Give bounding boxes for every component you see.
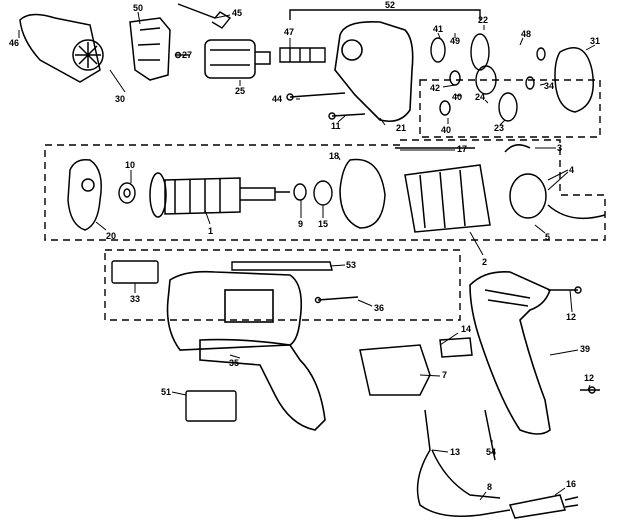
- field-2: [395, 147, 491, 233]
- part-label-40-lower: 40: [441, 125, 451, 135]
- part-label-41: 41: [433, 24, 443, 34]
- part-label-24: 24: [475, 92, 485, 102]
- part-label-13: 13: [450, 447, 460, 457]
- part-label-31: 31: [590, 36, 600, 46]
- key-45: [177, 3, 232, 29]
- switch-7-14: [359, 337, 473, 396]
- brush-holder-4-5: [504, 144, 606, 220]
- gear-train-22-23-24: [430, 33, 546, 122]
- part-label-23: 23: [494, 123, 504, 133]
- part-label-42: 42: [430, 83, 440, 93]
- nameplate-33: [111, 260, 159, 284]
- bearing-10: [118, 182, 136, 204]
- part-label-1: 1: [208, 226, 213, 236]
- part-label-49: 49: [450, 36, 460, 46]
- part-label-20: 20: [106, 231, 116, 241]
- part-label-51: 51: [161, 387, 171, 397]
- part-label-33: 33: [130, 294, 140, 304]
- chuck-25: [204, 39, 271, 79]
- part-label-45: 45: [232, 8, 242, 18]
- part-label-40-upper: 40: [452, 92, 462, 102]
- leader-lines: [18, 11, 596, 501]
- part-label-2: 2: [482, 257, 487, 267]
- gear-housing-21: [334, 20, 414, 123]
- part-label-22: 22: [478, 15, 488, 25]
- cord-assembly-8-13-16: [416, 409, 579, 519]
- part-label-17: 17: [457, 144, 467, 154]
- part-label-11: 11: [331, 121, 341, 131]
- part-label-36: 36: [374, 303, 384, 313]
- handle-half-39: [469, 270, 551, 435]
- spindle-47: [279, 47, 326, 63]
- label-51: [185, 390, 237, 422]
- part-labels: 46 30 50 27 45 47 25 44 52 21 11 41 49 2…: [9, 0, 600, 492]
- handle-group-outline: [104, 249, 461, 321]
- end-cap-20: [67, 158, 102, 231]
- part-label-34: 34: [544, 81, 554, 91]
- dashed-group-outlines: [44, 9, 606, 321]
- part-label-50: 50: [133, 3, 143, 13]
- part-label-44: 44: [272, 94, 282, 104]
- part-label-48: 48: [521, 29, 531, 39]
- part-label-10: 10: [125, 160, 135, 170]
- armature-1: [149, 172, 290, 218]
- part-label-39: 39: [580, 344, 590, 354]
- part-label-12-upper: 12: [566, 312, 576, 322]
- part-label-47: 47: [284, 27, 294, 37]
- part-label-46: 46: [9, 38, 19, 48]
- part-label-18: 18: [329, 151, 339, 161]
- part-label-14: 14: [461, 324, 471, 334]
- handle-grip-30: [19, 13, 171, 83]
- part-label-54: 54: [486, 447, 496, 457]
- part-label-7: 7: [442, 370, 447, 380]
- part-label-16: 16: [566, 479, 576, 489]
- part-label-4: 4: [569, 165, 574, 175]
- part-label-8: 8: [487, 482, 492, 492]
- part-label-53: 53: [346, 260, 356, 270]
- bracket-52: [289, 9, 481, 20]
- retaining-ring-31: [554, 47, 594, 113]
- part-label-52: 52: [385, 0, 395, 10]
- screws-44-11: [174, 51, 366, 120]
- part-label-27: 27: [182, 50, 192, 60]
- part-label-35: 35: [229, 358, 239, 368]
- housing-35: [166, 270, 326, 431]
- label-53: [231, 261, 333, 271]
- gear-housing-group-outline: [419, 79, 601, 138]
- part-label-3: 3: [557, 143, 562, 153]
- part-label-5: 5: [545, 232, 550, 242]
- part-label-25: 25: [235, 86, 245, 96]
- screws-12: [548, 286, 600, 394]
- part-label-9: 9: [298, 219, 303, 229]
- part-label-30: 30: [115, 94, 125, 104]
- part-label-15: 15: [318, 219, 328, 229]
- bearings-9-15: [293, 180, 333, 206]
- part-label-21: 21: [396, 123, 406, 133]
- baffle-18: [339, 158, 386, 229]
- screw-36: [314, 296, 359, 304]
- part-label-12-lower: 12: [584, 373, 594, 383]
